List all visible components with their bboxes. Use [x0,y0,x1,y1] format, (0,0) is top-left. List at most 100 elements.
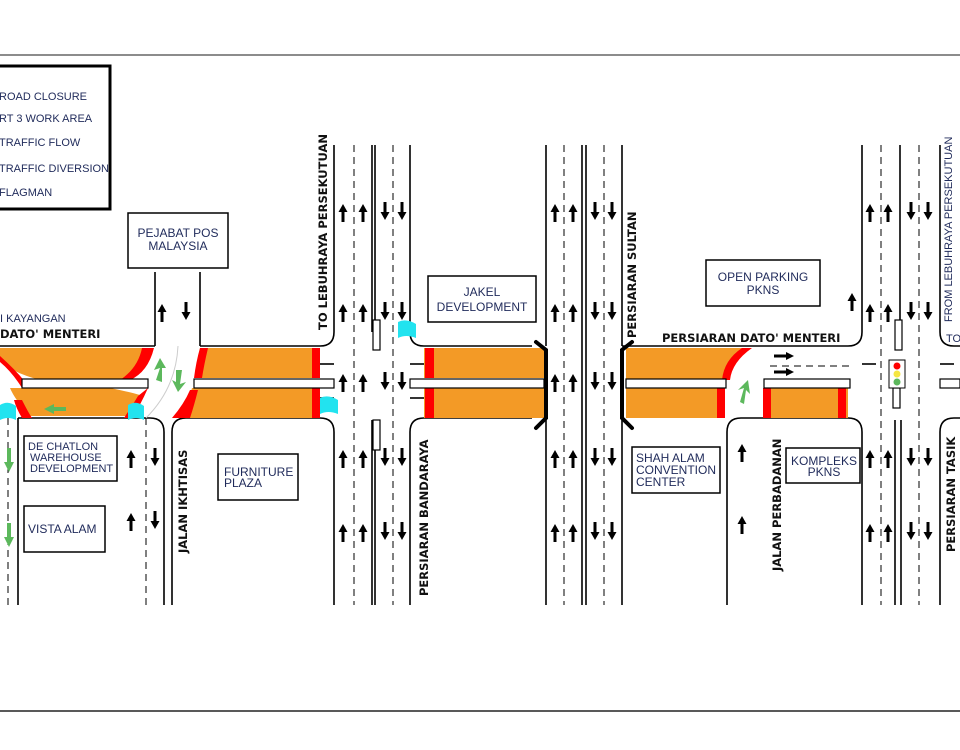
traffic-flow-icon [358,524,368,542]
traffic-diversion-icon [44,404,66,414]
flagman-icon [128,402,144,420]
traffic-flow-icon [568,450,578,468]
work-area-west-south [10,388,148,416]
traffic-flow-icon [397,202,407,220]
traffic-flow-icon [338,450,348,468]
diversion-arrows [4,358,750,547]
road-label-persiaran-bandaraya: PERSIARAN BANDARAYA [417,439,431,596]
traffic-flow-icon [923,448,933,466]
traffic-flow-icon [906,448,916,466]
traffic-flow-icon [126,513,136,531]
vista-alam-label: VISTA ALAM [28,522,96,536]
barriers [534,340,634,430]
pejabat-pos-label-2: MALAYSIA [148,239,207,253]
building-shah-alam-cc [631,446,721,494]
building-open-parking [705,259,821,307]
road-label-kayangan: I KAYANGAN [0,313,66,325]
road-label-to-lebuhraya: TO LEBUHRAYA PERSEKUTUAN [316,134,330,330]
traffic-flow-icon [590,522,600,540]
traffic-flow-icon [380,202,390,220]
traffic-diversion-icon [4,523,14,547]
traffic-flow-icon [865,450,875,468]
traffic-flow-icon [380,522,390,540]
traffic-flow-icon [590,202,600,220]
traffic-diversion-icon [738,380,750,404]
road-label-jalan-ikhtisas: JALAN IKHTISAS [176,450,190,554]
shah-alam-cc-label-2: CONVENTION [636,463,716,477]
de-chatlon-label-1: DE CHATLON [28,441,98,453]
building-de-chatlon [23,435,118,482]
road-label-persiaran-sultan: PERSIARAN SULTAN [625,211,639,338]
traffic-flow-icon [568,374,578,392]
traffic-flow-icon [590,448,600,466]
building-furniture-plaza [217,453,299,501]
traffic-flow-icon [358,374,368,392]
road-label-dato-menteri-west: DATO' MENTERI [0,327,100,341]
side-road-curve [145,345,179,419]
road-label-to: TO [946,333,960,345]
traffic-flow-icon [590,302,600,320]
traffic-flow-icon [126,450,136,468]
flagman-icon [398,320,416,338]
traffic-flow-icon [338,204,348,222]
traffic-flow-icon [358,450,368,468]
work-area-mid-north [195,348,320,378]
open-parking-label-1: OPEN PARKING [718,270,808,284]
traffic-flow-icon [607,448,617,466]
kompleks-pkns-label-1: KOMPLEKS [791,454,857,468]
traffic-flow-icon [380,448,390,466]
legend-item-flagman: FLAGMAN [0,187,52,199]
traffic-diversion-icon [172,370,186,392]
traffic-flow-icon [883,524,893,542]
traffic-flow-icon [157,304,167,322]
traffic-flow-icon [397,522,407,540]
flagman-icon [0,402,16,420]
work-area-jakel-north [424,348,544,378]
traffic-flow-icon [906,522,916,540]
traffic-flow-icon [607,372,617,390]
traffic-diversion-icon [154,358,166,382]
traffic-light-icon [888,359,906,389]
traffic-flow-icon [550,450,560,468]
flagman-icon [320,396,338,414]
legend-item-work-area: RT 3 WORK AREA [0,113,93,125]
traffic-flow-icon [181,302,191,320]
building-kompleks-pkns [785,447,861,484]
work-area-mid-south [186,388,320,418]
traffic-flow-icon [847,293,857,311]
traffic-flow-icon [380,372,390,390]
traffic-flow-icon [550,304,560,322]
traffic-flow-icon [380,302,390,320]
traffic-flow-icon [865,304,875,322]
legend-item-road-closure: ROAD CLOSURE [0,91,87,103]
road-label-from-lebuhraya: FROM LEBUHRAYA PERSEKUTUAN [943,137,955,322]
road-closures [0,348,846,418]
building-pejabat-pos [127,212,229,269]
flagmen [0,320,416,420]
jakel-label-1: JAKEL [464,285,501,299]
legend-item-traffic-flow: TRAFFIC FLOW [0,137,81,149]
traffic-flow-icon [568,204,578,222]
work-area-east-south [626,388,724,418]
work-area-west-north [0,348,150,380]
building-jakel [427,275,537,323]
traffic-flow-icon [397,302,407,320]
traffic-flow-icon [923,302,933,320]
traffic-flow-icon [774,368,794,376]
kompleks-pkns-label-2: PKNS [808,465,841,479]
de-chatlon-label-2: WAREHOUSE [30,452,102,464]
legend-box: ROAD CLOSURE RT 3 WORK AREA TRAFFIC FLOW… [0,64,112,211]
work-areas [0,348,848,418]
shah-alam-cc-label-3: CENTER [636,475,686,489]
jakel-label-2: DEVELOPMENT [437,300,528,314]
traffic-flow-icon [358,204,368,222]
medians [21,319,960,451]
traffic-flow-icon [737,444,747,462]
furniture-plaza-label-1: FURNITURE [224,465,293,479]
building-boxes [23,212,861,553]
traffic-flow-icon [590,372,600,390]
traffic-flow-icon [883,450,893,468]
traffic-flow-icon [150,511,160,529]
lane-dividers [7,145,920,605]
